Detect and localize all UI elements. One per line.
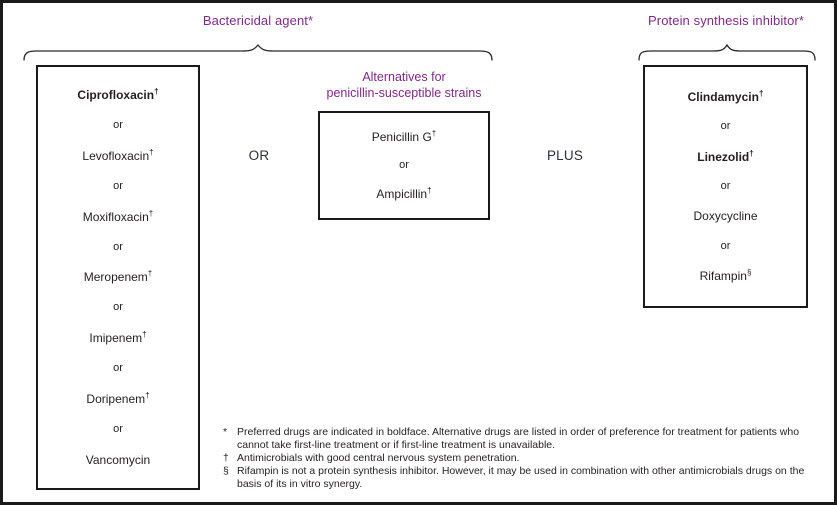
alternatives-box: Penicillin G† or Ampicillin† [318, 111, 490, 220]
or-separator: or [720, 239, 731, 252]
footnote-symbol: † [223, 452, 229, 464]
footnote-text: Rifampin is not a protein synthesis inhi… [237, 465, 805, 490]
footnote: * Preferred drugs are indicated in boldf… [223, 426, 819, 452]
footnote: † Antimicrobials with good central nervo… [223, 452, 819, 465]
drug-name: Moxifloxacin† [82, 208, 154, 224]
or-separator: or [113, 362, 123, 375]
footnote: § Rifampin is not a protein synthesis in… [223, 465, 819, 491]
group-label-bactericidal: Bactericidal agent* [202, 13, 314, 28]
drug-name: Vancomycin [85, 452, 151, 467]
footnote-text: Antimicrobials with good central nervous… [237, 452, 520, 464]
or-separator: or [720, 120, 731, 133]
footnotes: * Preferred drugs are indicated in boldf… [223, 426, 819, 491]
or-separator: or [113, 240, 123, 253]
footnote-symbol: § [223, 465, 229, 477]
or-connector: OR [248, 148, 270, 163]
drug-name: Doripenem† [86, 391, 150, 407]
alternatives-title-line2: penicillin-susceptible strains [326, 86, 482, 100]
or-separator: or [720, 179, 731, 192]
drug-name: Linezolid† [697, 148, 754, 164]
drug-name: Penicillin G† [371, 129, 437, 144]
drug-name: Imipenem† [89, 330, 147, 346]
drug-name: Levofloxacin† [82, 147, 154, 163]
drug-name: Meropenem† [83, 269, 153, 285]
footnote-symbol: * [223, 426, 228, 438]
bactericidal-box: Ciprofloxacin† or Levofloxacin† or Moxif… [36, 65, 200, 490]
drug-name: Ciprofloxacin† [77, 87, 159, 102]
or-separator: or [113, 179, 123, 192]
or-separator: or [113, 422, 123, 435]
plus-connector: PLUS [546, 148, 584, 163]
bactericidal-brace-icon [23, 44, 493, 61]
drug-name: Ampicillin† [376, 186, 432, 201]
drug-name: Doxycycline [693, 209, 758, 224]
drug-name: Rifampin§ [699, 267, 752, 283]
or-separator: or [399, 159, 409, 171]
alternatives-title: Alternatives for penicillin-susceptible … [303, 69, 505, 101]
protein-synthesis-brace-icon [638, 44, 816, 61]
or-separator: or [113, 301, 123, 314]
drug-name: Clindamycin† [687, 89, 764, 104]
protein-synthesis-box: Clindamycin† or Linezolid† or Doxycyclin… [643, 65, 808, 308]
alternatives-title-line1: Alternatives for [362, 70, 446, 84]
footnote-text: Preferred drugs are indicated in boldfac… [237, 426, 800, 451]
or-separator: or [113, 118, 123, 131]
group-label-protein-synthesis: Protein synthesis inhibitor* [648, 13, 804, 28]
